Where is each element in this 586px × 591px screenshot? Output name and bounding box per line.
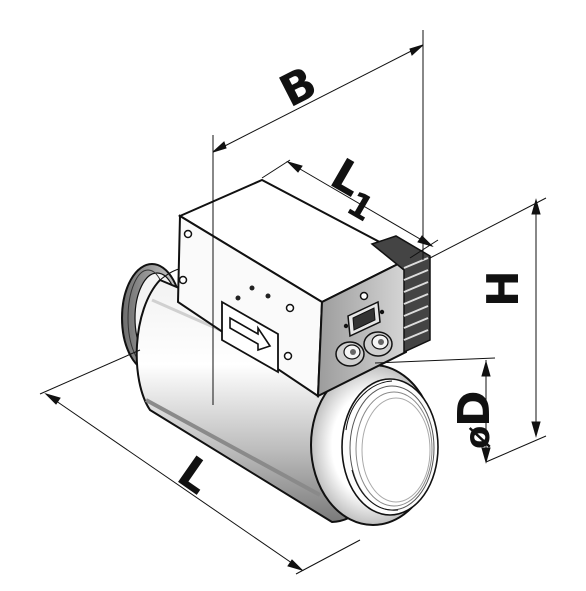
dimension-label-d: D bbox=[449, 390, 500, 427]
indicator-light bbox=[249, 285, 255, 291]
dimension-label-l: L bbox=[168, 447, 220, 505]
diameter-symbol: ø bbox=[458, 426, 498, 449]
screw bbox=[283, 351, 293, 361]
cable-gland bbox=[335, 341, 365, 367]
front-collar bbox=[310, 364, 439, 526]
arrow-right-icon bbox=[221, 300, 279, 374]
d-sub-connector bbox=[343, 300, 385, 338]
screw bbox=[183, 229, 193, 239]
heat-sink bbox=[370, 235, 431, 354]
dimension-label-diameter: ø D bbox=[449, 390, 500, 449]
dimension-lines bbox=[39, 30, 547, 575]
screw bbox=[359, 291, 369, 301]
screw bbox=[285, 303, 295, 313]
dimension-label-b: B bbox=[272, 57, 325, 118]
indicator-light bbox=[265, 293, 271, 299]
cable-gland bbox=[363, 331, 393, 357]
screw bbox=[178, 275, 188, 285]
dimension-label-h: H bbox=[478, 270, 529, 307]
indicator-light bbox=[235, 295, 241, 301]
duct-heater-illustration bbox=[121, 178, 439, 526]
